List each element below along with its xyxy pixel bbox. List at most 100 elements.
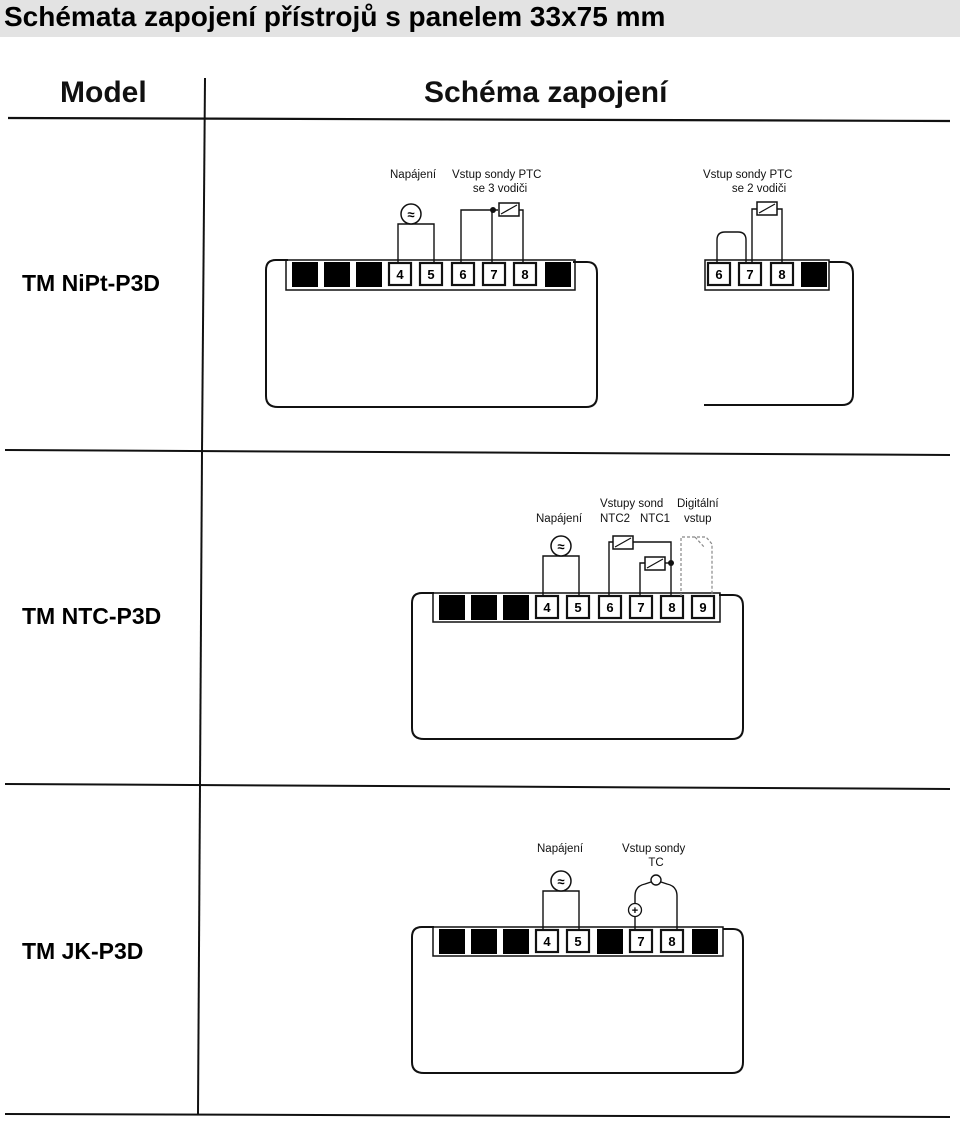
- terminal-strip: [704, 259, 830, 291]
- plus-polarity-icon: [627, 902, 643, 918]
- probe-wire: [777, 208, 783, 263]
- terminal-label: 7: [637, 600, 644, 615]
- supply-wire: [542, 890, 580, 930]
- terminal-label: 6: [715, 267, 722, 282]
- device-outline-partial: [704, 261, 854, 406]
- probe-wire: [519, 209, 524, 263]
- probe-wire: [608, 541, 613, 596]
- probe3-label-line2: se 3 vodiči: [473, 183, 527, 195]
- tc-wire: [660, 881, 678, 930]
- header-scheme: Schéma zapojení: [424, 76, 668, 109]
- probe-wire: [460, 209, 498, 263]
- sensor-slash: [646, 558, 664, 569]
- row-rule: [4, 1113, 951, 1118]
- ac-symbol: ≈: [407, 207, 414, 222]
- terminal-strip: [432, 592, 721, 623]
- terminal-label: 4: [543, 600, 551, 615]
- terminal-4: [387, 261, 413, 287]
- probe-wire: [633, 541, 672, 596]
- ntc2-label: NTC2: [600, 513, 630, 525]
- model-jk: TM JK-P3D: [22, 938, 144, 964]
- terminal-7: [628, 594, 654, 620]
- junction-dot: [490, 207, 496, 213]
- terminal-blank: [801, 262, 827, 287]
- terminal-strip: [432, 926, 724, 957]
- terminal-blank: [471, 929, 497, 954]
- terminal-label: 7: [490, 267, 497, 282]
- terminal-blank: [356, 262, 382, 287]
- terminal-5: [418, 261, 444, 287]
- terminal-blank: [292, 262, 318, 287]
- probe3-label-line1: Vstup sondy PTC: [452, 169, 541, 181]
- supply-wire: [542, 555, 580, 596]
- terminal-label: 7: [746, 267, 753, 282]
- junction-dot: [668, 560, 674, 566]
- terminal-label: 5: [574, 934, 581, 949]
- diagram-ntc: 4 5 6 7 8 9 ≈ Napájení Vstupy sond NTC2 …: [411, 498, 744, 740]
- probe-wire: [751, 208, 757, 263]
- model-nipt: TM NiPt-P3D: [22, 270, 160, 296]
- terminal-4: [534, 594, 560, 620]
- title-bar: [0, 0, 960, 37]
- sensor-slash: [614, 537, 632, 548]
- ac-source-icon: [400, 203, 422, 225]
- ac-symbol: ≈: [557, 539, 564, 554]
- device-outline: [411, 592, 744, 740]
- header-rule: [7, 116, 951, 123]
- probes-label: Vstupy sond: [600, 498, 663, 510]
- supply-label: Napájení: [536, 513, 583, 525]
- tc-wire: [634, 881, 652, 930]
- probe-wire: [639, 562, 645, 596]
- row-rule: [4, 449, 951, 456]
- terminal-label: 8: [521, 267, 528, 282]
- terminal-9: [690, 594, 716, 620]
- terminal-blank: [503, 929, 529, 954]
- diagram-jk: 4 5 7 8 ≈ + Napájení Vstup sondy TC: [411, 843, 744, 1074]
- terminal-4: [534, 928, 560, 954]
- header-model: Model: [60, 76, 147, 109]
- terminal-label: 6: [606, 600, 613, 615]
- terminal-blank: [545, 262, 571, 287]
- terminal-label: 4: [396, 267, 404, 282]
- ntc1-label: NTC1: [640, 513, 670, 525]
- ac-source-icon: [550, 535, 572, 557]
- terminal-blank: [597, 929, 623, 954]
- table-grid: [4, 77, 951, 1118]
- terminal-7: [481, 261, 507, 287]
- jumper-wire: [716, 231, 747, 263]
- terminal-label: 6: [459, 267, 466, 282]
- column-divider: [201, 77, 206, 453]
- page-title: Schémata zapojení přístrojů s panelem 33…: [4, 1, 666, 32]
- terminal-7: [737, 261, 763, 287]
- model-ntc: TM NTC-P3D: [22, 603, 162, 629]
- terminal-5: [565, 594, 591, 620]
- ptc-sensor-slash: [758, 203, 776, 214]
- supply-label: Napájení: [537, 843, 584, 855]
- digital-label-line1: Digitální: [677, 498, 719, 510]
- terminal-8: [659, 594, 685, 620]
- probe2-label-line2: se 2 vodiči: [732, 183, 786, 195]
- terminal-5: [565, 928, 591, 954]
- terminal-blank: [503, 595, 529, 620]
- supply-wire: [397, 223, 435, 263]
- terminal-label: 8: [668, 934, 675, 949]
- terminal-6: [450, 261, 476, 287]
- tc-label-line1: Vstup sondy: [622, 843, 686, 855]
- terminal-label: 4: [543, 934, 551, 949]
- terminal-blank: [692, 929, 718, 954]
- device-outline: [411, 926, 744, 1074]
- ac-symbol: ≈: [557, 874, 564, 889]
- terminal-8: [659, 928, 685, 954]
- terminal-blank: [439, 929, 465, 954]
- terminal-strip: [285, 259, 576, 291]
- device-outline: [265, 259, 598, 408]
- terminal-blank: [471, 595, 497, 620]
- plus-symbol: +: [632, 905, 638, 917]
- digital-label-line2: vstup: [684, 513, 712, 525]
- terminal-blank: [324, 262, 350, 287]
- terminal-label: 5: [427, 267, 434, 282]
- terminal-6: [706, 261, 732, 287]
- thermocouple-junction-icon: [650, 874, 662, 886]
- terminal-label: 5: [574, 600, 581, 615]
